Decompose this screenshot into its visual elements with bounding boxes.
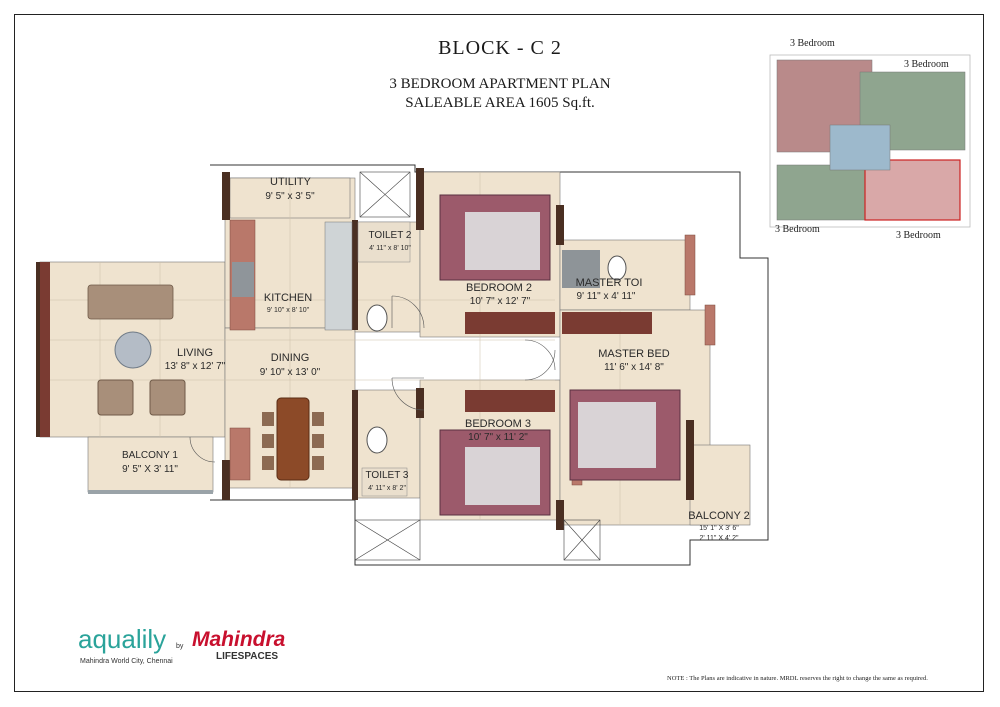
toilet-icon <box>607 255 627 281</box>
saleable-area: SALEABLE AREA 1605 Sq.ft. <box>405 95 595 111</box>
room-name-balcony2: BALCONY 2 <box>688 510 750 522</box>
block-title: BLOCK - C 2 <box>438 37 562 59</box>
room-size-dining: 9' 10" x 13' 0" <box>259 367 321 378</box>
room-name-bedroom2: BEDROOM 2 <box>465 282 532 294</box>
room-name-master-bed: MASTER BED <box>598 348 670 360</box>
wood-panel <box>40 262 50 437</box>
toilet-icon <box>366 304 388 332</box>
key-plan <box>769 54 971 228</box>
wardrobe <box>465 312 555 334</box>
room-size-bedroom3: 10' 7" x 11' 2" <box>468 432 528 443</box>
room-name-kitchen: KITCHEN <box>263 292 313 304</box>
room-name-master-toilet: MASTER TOI <box>575 277 643 289</box>
room-name-utility: UTILITY <box>270 176 311 188</box>
room-size-kitchen: 9' 10" x 8' 10" <box>266 307 310 314</box>
room-size-toilet2: 4' 11" x 8' 10" <box>369 245 411 252</box>
room-size-utility: 9' 5" x 3' 5" <box>265 191 315 202</box>
toilet-icon <box>366 426 388 454</box>
key-plan-label: 3 Bedroom <box>896 230 941 241</box>
sofa-icon <box>87 284 174 320</box>
room-name-toilet2: TOILET 2 <box>368 230 412 241</box>
room-name-bedroom3: BEDROOM 3 <box>464 418 531 430</box>
page-border <box>14 14 984 692</box>
wardrobe <box>465 390 555 412</box>
mahindra-logo: Mahindra <box>192 628 286 651</box>
room-size-balcony2-2: 2' 11" X 4' 2" <box>699 535 739 542</box>
room-name-balcony1: BALCONY 1 <box>122 450 178 461</box>
aqualily-logo: aqualily <box>78 624 167 654</box>
room-size-balcony2: 15' 1" X 3' 6" <box>699 525 739 532</box>
location-text: Mahindra World City, Chennai <box>80 658 173 665</box>
dining-table-icon <box>276 397 310 481</box>
room-size-master-toilet: 9' 11" x 4' 11" <box>576 291 636 302</box>
room-name-toilet3: TOILET 3 <box>365 470 409 481</box>
disclaimer-note: NOTE : The Plans are indicative in natur… <box>667 675 928 682</box>
key-plan-label: 3 Bedroom <box>775 224 820 235</box>
key-plan-label: 3 Bedroom <box>790 38 835 49</box>
armchair-icon <box>149 379 186 416</box>
plan-type: 3 BEDROOM APARTMENT PLAN <box>389 76 611 92</box>
by-text: by <box>176 643 184 650</box>
armchair-icon <box>97 379 134 416</box>
room-size-living: 13' 8" x 12' 7" <box>164 361 226 372</box>
room-name-dining: DINING <box>270 352 310 364</box>
room-size-bedroom2: 10' 7" x 12' 7" <box>469 296 531 307</box>
coffee-table-icon <box>114 331 152 369</box>
shower-icon <box>562 250 600 288</box>
room-name-living: LIVING <box>176 347 214 359</box>
lifespaces-text: LIFESPACES <box>216 651 279 662</box>
wardrobe <box>562 312 652 334</box>
room-size-balcony1: 9' 5" X 3' 11" <box>122 464 178 475</box>
room-size-master-bed: 11' 6" x 14' 8" <box>604 362 664 373</box>
room-size-toilet3: 4' 11" x 8' 2" <box>368 485 406 492</box>
key-plan-label: 3 Bedroom <box>904 59 949 70</box>
